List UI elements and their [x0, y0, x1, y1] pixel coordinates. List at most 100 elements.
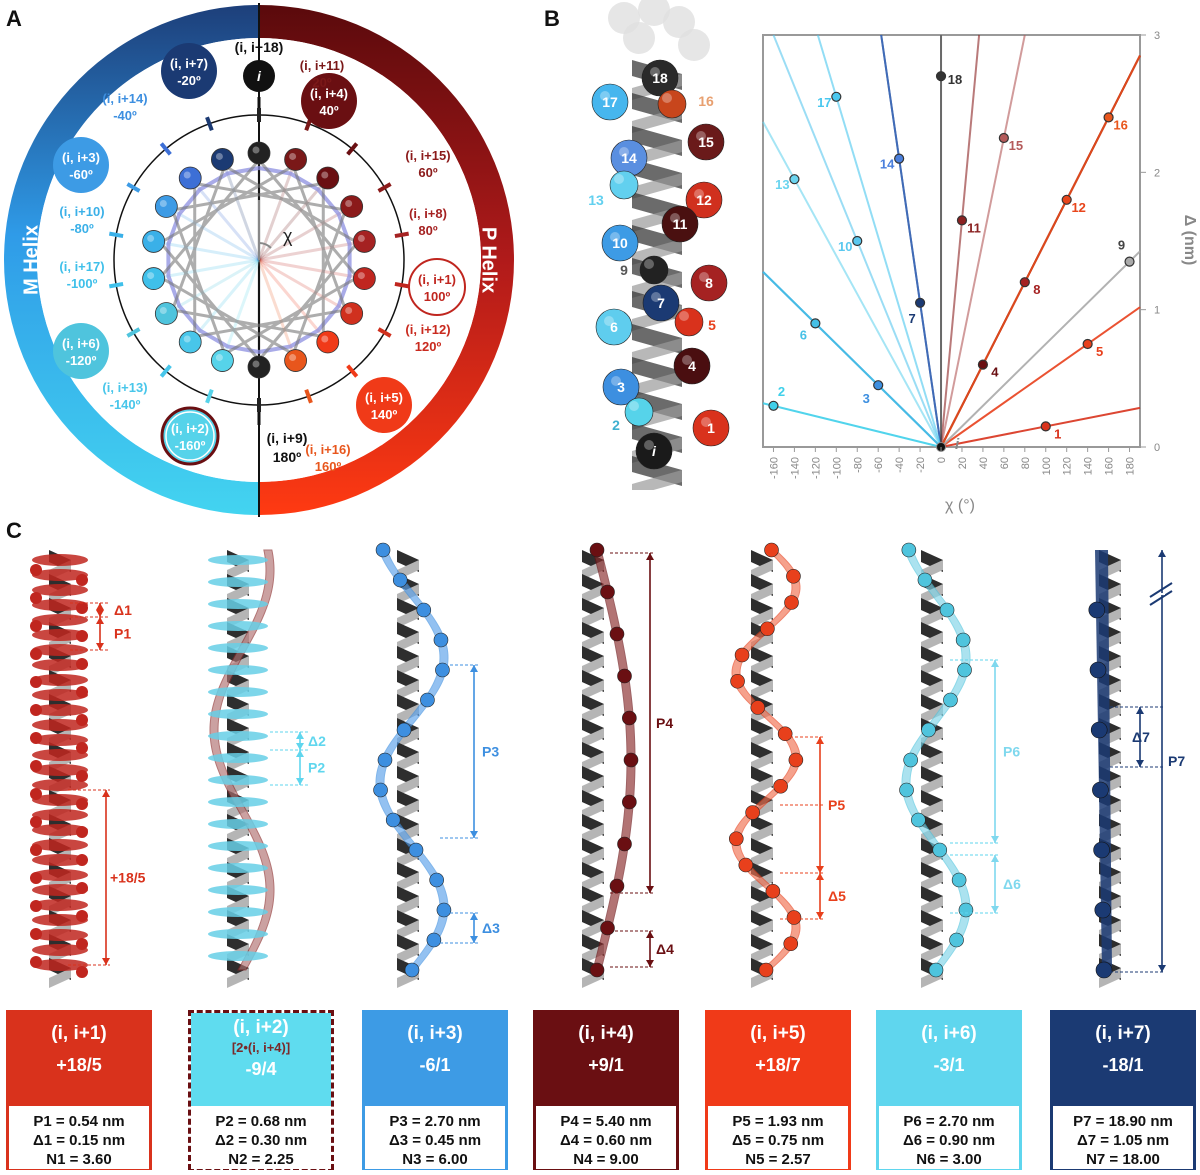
- card-pair: (i, i+2): [233, 1017, 289, 1038]
- delta3-label: Δ3: [482, 920, 500, 936]
- x-tick-label: 0: [936, 457, 948, 463]
- helix-residue-label-3: 3: [617, 379, 625, 395]
- card-header: (i, i+2)[2•(i, i+4)]-9/4: [191, 1013, 331, 1106]
- svg-text:-160º: -160º: [175, 438, 206, 453]
- wheel-tick: [377, 182, 392, 193]
- x-axis-label: χ (°): [945, 497, 975, 514]
- residue-ball: [284, 148, 307, 171]
- card-header: (i, i+5)+18/7: [708, 1013, 848, 1106]
- svg-text:(i, i+4): (i, i+4): [310, 86, 348, 101]
- wheel-residues: [142, 141, 376, 379]
- p-helix-band: [259, 5, 514, 515]
- card-d-value: Δ2 = 0.30 nm: [214, 1132, 308, 1149]
- data-label-18: 18: [948, 72, 962, 87]
- residue-ball: [316, 166, 340, 190]
- helix-residue-2: [624, 397, 654, 427]
- x-tick-label: -60: [873, 457, 885, 473]
- panel-a-letter: A: [6, 6, 22, 31]
- card-n-value: N7 = 18.00: [1086, 1151, 1160, 1168]
- svg-text:(i, i+5): (i, i+5): [365, 390, 403, 405]
- angle-label: (i, i+8): [409, 206, 447, 221]
- helix-residue-10: [601, 224, 639, 262]
- p1-label: P1: [114, 626, 131, 642]
- angle-value: -40º: [113, 108, 137, 123]
- data-label-2: 2: [778, 384, 785, 399]
- x-tick-label: 180: [1125, 457, 1137, 475]
- angle-value: 80º: [418, 223, 437, 238]
- wheel-tick: [346, 364, 359, 378]
- helix-residue-label-13: 13: [588, 192, 604, 208]
- delta1-label: Δ1: [114, 602, 132, 618]
- wheel-tick: [159, 142, 172, 156]
- wheel-tick: [394, 231, 410, 239]
- card-pair: (i, i+4): [578, 1023, 634, 1044]
- helix-residue-label-17: 17: [602, 94, 618, 110]
- data-point-17: [831, 91, 842, 102]
- residue-ball: [352, 267, 376, 290]
- origin-label: i: [955, 436, 960, 453]
- angle-badge-40: (i, i+4)40º: [301, 73, 357, 129]
- svg-text:100º: 100º: [424, 289, 451, 304]
- angle-badge--60: (i, i+3)-60º: [53, 137, 109, 193]
- helix-residue-i: [635, 432, 673, 470]
- p7-label: P7: [1168, 753, 1185, 769]
- delta2-label: Δ2: [308, 733, 326, 749]
- helix-residue-7: [642, 284, 680, 322]
- series-line-14: [880, 34, 943, 448]
- data-point-14: [894, 153, 905, 164]
- data-point-13: [789, 174, 800, 185]
- helix1-turn: [32, 584, 88, 596]
- svg-text:(i, i+7): (i, i+7): [170, 56, 208, 71]
- series-line-1: [940, 406, 1141, 448]
- card-p-value: P3 = 2.70 nm: [389, 1113, 481, 1130]
- data-label-9: 9: [1118, 238, 1125, 253]
- y-tick-label: 2: [1154, 167, 1160, 179]
- helix-residue-label-7: 7: [657, 295, 665, 311]
- x-tick-label: -140: [789, 457, 801, 479]
- helix1-turn: [32, 779, 88, 791]
- angle-badge--20: (i, i+7)-20º: [161, 43, 217, 99]
- helical-wheel-diagram: M Helix P Helix χ (i, i+18)i(i, i+9)180º…: [4, 3, 514, 517]
- helix1-turn: [32, 644, 88, 656]
- helix-residue-13: [609, 170, 639, 200]
- y-tick-label: 1: [1154, 305, 1160, 317]
- wheel-tick: [205, 388, 214, 404]
- angle-value: -80º: [70, 221, 94, 236]
- wheel-tick: [159, 364, 172, 378]
- helix1-turn: [32, 899, 88, 911]
- card-p-value: P6 = 2.70 nm: [903, 1113, 995, 1130]
- x-tick-label: 80: [1020, 457, 1032, 469]
- helix-residue-16: [657, 89, 687, 119]
- card-ratio: +9/1: [588, 1055, 624, 1075]
- y-tick-label: 0: [1154, 442, 1160, 454]
- residue-ball: [178, 330, 202, 354]
- helix1-turn: [32, 854, 88, 866]
- helix-residue-label-10: 10: [612, 235, 628, 251]
- helix1-turn: [32, 794, 88, 806]
- angle-label: (i, i+17): [59, 259, 104, 274]
- helix1-turn: [32, 554, 88, 566]
- card-subtitle: [2•(i, i+4)]: [231, 1040, 291, 1055]
- data-label-8: 8: [1033, 282, 1040, 297]
- angle-label: (i, i+16): [305, 442, 350, 457]
- helix1-turn: [32, 569, 88, 581]
- helix-residue-8: [690, 264, 728, 302]
- x-tick-label: 100: [1041, 457, 1053, 475]
- residue-ball: [352, 230, 376, 253]
- label-i-i9: (i, i+9): [267, 430, 308, 446]
- helix-residue-label-1: 1: [707, 420, 715, 436]
- card-ratio: -3/1: [933, 1055, 965, 1075]
- wheel-tick: [126, 327, 141, 338]
- residue-ball: [142, 267, 166, 290]
- card-pair: (i, i+7): [1095, 1023, 1151, 1044]
- angle-label: (i, i+11): [300, 58, 344, 73]
- delta7-label: Δ7: [1132, 729, 1150, 745]
- delta6-label: Δ6: [1003, 876, 1021, 892]
- helix-residue-label-4: 4: [688, 358, 696, 374]
